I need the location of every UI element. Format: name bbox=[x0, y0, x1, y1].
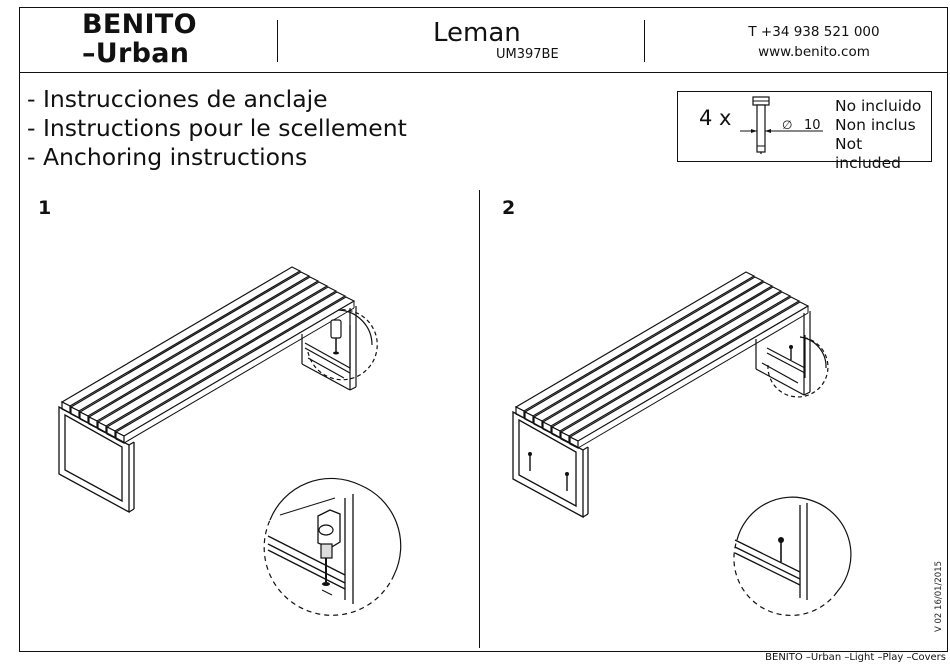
phone-number: T +34 938 521 000 bbox=[748, 24, 880, 40]
website-link[interactable]: www.benito.com bbox=[758, 44, 870, 60]
version-label: V 02 16/01/2015 bbox=[934, 560, 944, 632]
page-frame bbox=[19, 7, 948, 652]
product-code: UM397BE bbox=[496, 47, 559, 62]
product-name: Leman bbox=[433, 18, 521, 48]
header-divider bbox=[277, 20, 279, 62]
header: BENITO –Urban Leman UM397BE T +34 938 52… bbox=[19, 7, 948, 73]
step-divider bbox=[479, 190, 481, 648]
hardware-box: 4 x ∅ 10 No incluido Non inclus Not incl… bbox=[677, 91, 932, 172]
title-es: - Instrucciones de anclaje bbox=[27, 85, 328, 113]
title-en: - Anchoring instructions bbox=[27, 143, 308, 171]
detail-circle-anchor-small bbox=[766, 335, 829, 398]
hardware-quantity: 4 x bbox=[699, 106, 732, 130]
bench-anchored-illustration bbox=[512, 271, 811, 518]
detail-circle-anchor-large bbox=[733, 496, 852, 616]
step-number-1: 1 bbox=[38, 197, 52, 219]
not-included-notes: No incluido Non inclus Not included bbox=[835, 97, 922, 172]
detail-circle-drill-small bbox=[304, 309, 378, 381]
footer-brands: BENITO –Urban –Light –Play –Covers bbox=[765, 652, 946, 663]
instruction-titles: - Instrucciones de anclaje - Instruction… bbox=[27, 85, 407, 172]
contact-info: T +34 938 521 000 www.benito.com bbox=[719, 22, 909, 62]
detail-circle-drill-large bbox=[263, 477, 402, 616]
diameter-value: 10 bbox=[804, 118, 821, 133]
title-fr: - Instructions pour le scellement bbox=[27, 114, 407, 142]
step-number-2: 2 bbox=[502, 197, 516, 219]
header-divider bbox=[644, 20, 646, 62]
anchor-bolt-icon bbox=[740, 96, 823, 154]
diameter-symbol: ∅ bbox=[782, 118, 793, 132]
bench-drilling-illustration bbox=[58, 266, 357, 513]
brand-logo: BENITO –Urban bbox=[82, 9, 197, 69]
